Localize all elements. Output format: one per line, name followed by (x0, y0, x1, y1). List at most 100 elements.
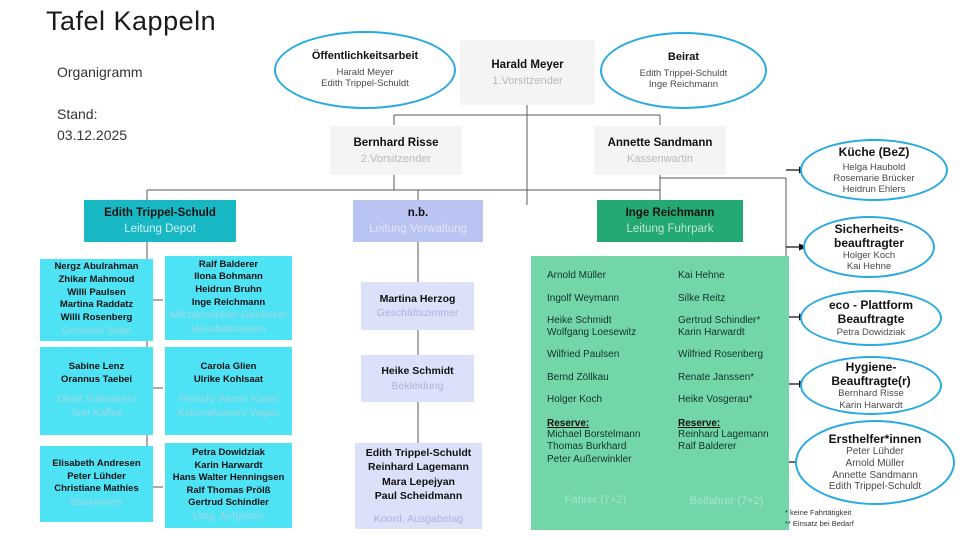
eco-plattform-title: Beauftragte (837, 312, 905, 327)
ellipse-sicherheitsbeauftragter[interactable]: Sicherheits- beauftragter Holger Koch Ka… (803, 216, 935, 278)
member: Orannus Taebei (60, 374, 133, 386)
box-treasurer[interactable]: Annette Sandmann Kassenwartin (594, 126, 726, 175)
codriver: Wilfried Rosenberg (678, 349, 764, 360)
dept-fuhrpark-role: Leitung Fuhrpark (626, 223, 714, 235)
stand-label: Stand: (57, 106, 98, 122)
kueche-member: Rosemarie Brücker (833, 172, 915, 184)
chairperson-role: 1.Vorsitzender (492, 74, 563, 87)
codriver: Renate Janssen* (678, 371, 755, 383)
kueche-member: Helga Haubold (842, 161, 906, 173)
ellipse-beirat[interactable]: Beirat Edith Trippel-Schuldt Inge Reichm… (600, 32, 767, 109)
member: Mara Lepejyan (382, 475, 455, 488)
category-label: Obst/ Süßwaren/ (57, 392, 136, 405)
member: Christiane Mathies (54, 483, 139, 495)
footnote-one: * keine Fahrtätigkeit (785, 508, 852, 517)
fuhrpark-panel: Arnold Müller Ingolf Weymann Heike Schmi… (531, 256, 789, 530)
member: Willi Rosenberg (60, 311, 133, 323)
box-vice-chairperson[interactable]: Bernhard Risse 2.Vorsitzender (330, 126, 462, 175)
box-chairperson[interactable]: Harald Meyer 1.Vorsitzender (460, 40, 595, 105)
driver: Arnold Müller (547, 270, 606, 281)
depot-left-group-2[interactable]: Sabine Lenz Orannus Taebei Obst/ Süßware… (40, 347, 153, 435)
stand-date: 03.12.2025 (57, 127, 128, 143)
reserve-label: Reserve: (547, 417, 590, 429)
member: Zhikar Mahmoud (58, 274, 135, 286)
category-label: Fleisch/ Wurst/ Käse/ (178, 392, 278, 405)
footnote-two: ** Einsatz bei Bedarf (785, 519, 854, 528)
oeffentlichkeitsarbeit-member: Edith Trippel-Schuldt (321, 78, 409, 90)
dept-header-fuhrpark[interactable]: Inge Reichmann Leitung Fuhrpark (597, 200, 743, 242)
ersthelfer-title: Ersthelfer*innen (828, 431, 922, 446)
ellipse-eco-plattform-beauftragte[interactable]: eco - Plattform Beauftragte Petra Dowidz… (800, 290, 942, 346)
eco-plattform-member: Petra Dowidziak (836, 326, 906, 338)
page-title: Tafel Kappeln (46, 6, 217, 36)
fahrer-caption: Fahrer (7+2) (564, 494, 627, 506)
fuhrpark-beifahrer-column[interactable]: Kai Hehne Silke Reitz Gertrud Schindler*… (664, 256, 789, 530)
depot-right-group-1[interactable]: Ralf Balderer Ilona Bohmann Heidrun Bruh… (165, 256, 292, 340)
dept-verwaltung-name: n.b. (407, 207, 429, 219)
driver: Heike Schmidt (547, 315, 612, 326)
reserve-driver: Peter Außerwinkler (547, 453, 632, 465)
sicherheitsbeauftragter-member: Holger Koch (842, 249, 896, 261)
member: Hans Walter Henningsen (172, 472, 285, 484)
hygiene-member: Bernhard Risse (838, 388, 904, 400)
fuhrpark-fahrer-column[interactable]: Arnold Müller Ingolf Weymann Heike Schmi… (531, 256, 660, 530)
verwaltung-box-1[interactable]: Martina Herzog Geschäftszimmer (361, 282, 474, 330)
dept-fuhrpark-name: Inge Reichmann (625, 207, 715, 219)
kueche-member: Heidrun Ehlers (842, 184, 906, 196)
codriver: Karin Harwardt (678, 326, 745, 338)
member: Elisabeth Andresen (52, 458, 141, 470)
beirat-title: Beirat (667, 50, 700, 63)
member: Inge Reichmann (191, 296, 266, 308)
hygiene-member: Karin Harwardt (839, 399, 903, 411)
dept-header-verwaltung[interactable]: n.b. Leitung Verwaltung (353, 200, 483, 242)
member: Peter Lühder (67, 470, 126, 482)
verwaltung-box-2[interactable]: Heike Schmidt Bekleidung (361, 355, 474, 402)
depot-right-group-2[interactable]: Carola Glien Ulrike Kohlsaat Fleisch/ Wu… (165, 347, 292, 435)
ellipse-hygiene-beauftragte[interactable]: Hygiene- Beauftragte(r) Bernhard Risse K… (800, 356, 942, 415)
sicherheitsbeauftragter-title: Sicherheits- (834, 221, 904, 236)
category-label: Milchprodukte/ Getränke/ (169, 309, 288, 322)
codriver: Gertrud Schindler* (678, 315, 761, 326)
codriver: Heike Vosgerau* (678, 394, 753, 405)
member: Ulrike Kohlsaat (193, 374, 264, 386)
category-label: Haushaltswaren (190, 323, 267, 336)
oeffentlichkeitsarbeit-member: Harald Meyer (336, 67, 394, 79)
member: Gertrud Schindler (188, 497, 269, 509)
member: Martina Raddatz (59, 299, 134, 311)
beirat-member: Edith Trippel-Schuldt (639, 67, 728, 79)
member: Nergz Abulrahman (54, 261, 139, 273)
depot-right-group-3[interactable]: Petra Dowidziak Karin Harwardt Hans Walt… (165, 443, 292, 528)
driver: Wilfried Paulsen (547, 349, 620, 360)
eco-plattform-title: eco - Plattform (828, 298, 913, 313)
depot-left-group-1[interactable]: Nergz Abulrahman Zhikar Mahmoud Willi Pa… (40, 259, 153, 341)
member: Petra Dowidziak (192, 446, 265, 458)
verwaltung-box-3[interactable]: Edith Trippel-Schuldt Reinhard Lagemann … (355, 443, 482, 529)
driver: Wolfgang Loesewitz (547, 326, 637, 338)
member: Heidrun Bruhn (195, 284, 262, 296)
ersthelfer-member: Arnold Müller (845, 457, 905, 469)
page-subtitle: Organigramm (57, 64, 143, 80)
hygiene-title: Hygiene- (845, 360, 897, 375)
hygiene-title: Beauftragte(r) (831, 374, 911, 389)
ellipse-oeffentlichkeitsarbeit[interactable]: Öffentlichkeitsarbeit Harald Meyer Edith… (274, 31, 456, 109)
oeffentlichkeitsarbeit-title: Öffentlichkeitsarbeit (311, 50, 419, 63)
sicherheitsbeauftragter-title: beauftragter (833, 235, 904, 250)
sicherheitsbeauftragter-member: Kai Hehne (846, 261, 892, 273)
category-label: Bekleidung (391, 379, 444, 392)
member: Paul Scheidmann (374, 490, 463, 503)
dept-verwaltung-role: Leitung Verwaltung (369, 223, 467, 235)
dept-header-depot[interactable]: Edith Trippel-Schuld Leitung Depot (84, 200, 236, 242)
category-label: Gemüse/ Salat (61, 324, 132, 337)
driver: Bernd Zöllkau (547, 371, 609, 383)
reserve-driver: Michael Borstelmann (547, 428, 641, 440)
member: Ilona Bohmann (194, 271, 263, 283)
member: Carola Glien (200, 361, 257, 373)
depot-left-group-3[interactable]: Elisabeth Andresen Peter Lühder Christia… (40, 446, 153, 522)
ellipse-ersthelfer[interactable]: Ersthelfer*innen Peter Lühder Arnold Mül… (795, 420, 955, 505)
ellipse-kueche[interactable]: Küche (BeZ) Helga Haubold Rosemarie Brüc… (800, 139, 948, 201)
member: Heike Schmidt (381, 365, 454, 378)
member: Karin Harwardt (194, 459, 263, 471)
reserve-label: Reserve: (678, 417, 721, 429)
category-label: Geschäftszimmer (376, 307, 459, 319)
